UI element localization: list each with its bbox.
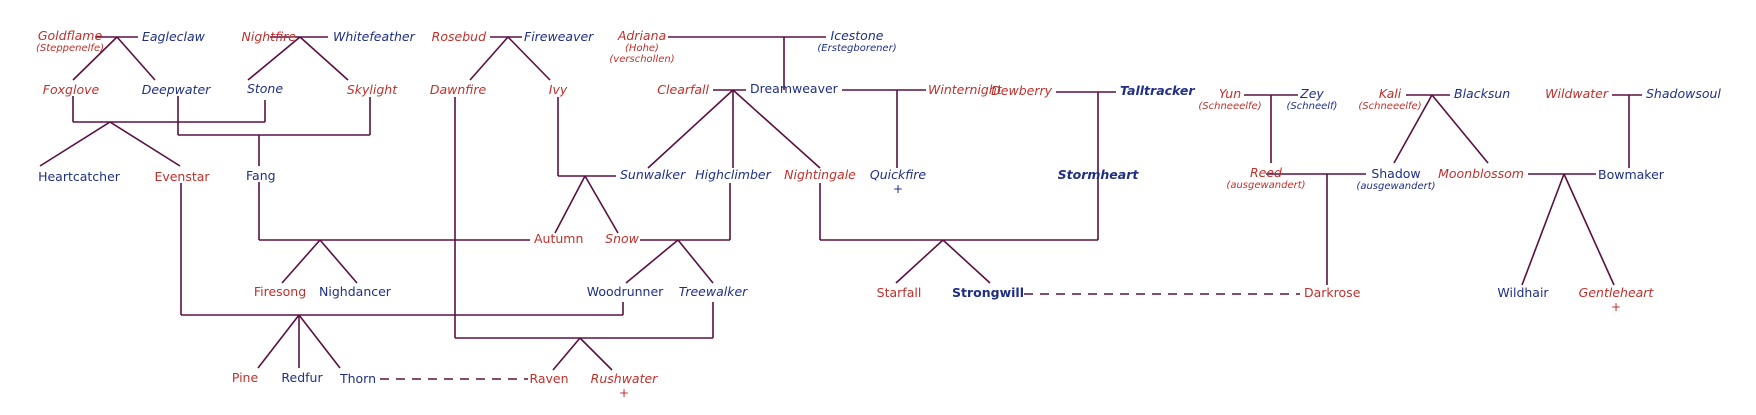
person-name: Zey — [1300, 86, 1324, 101]
person-snow: Snow — [605, 231, 639, 246]
person-clearfall: Clearfall — [657, 82, 709, 97]
person-evenstar: Evenstar — [154, 169, 210, 184]
person-nightingale: Nightingale — [784, 167, 856, 182]
person-dreamweaver: Dreamweaver — [750, 81, 838, 96]
person-stone: Stone — [246, 81, 284, 96]
person-raven: Raven — [529, 371, 569, 386]
person-winternight: Winternight — [928, 82, 1002, 97]
person-firesong: Firesong — [253, 284, 307, 299]
person-skylight: Skylight — [346, 82, 398, 97]
person-redfur: Redfur — [281, 370, 323, 385]
person-rushwater: Rushwater + — [590, 371, 658, 401]
person-bowmaker: Bowmaker — [1598, 167, 1664, 182]
person-woodrunner: Woodrunner — [586, 284, 664, 299]
person-moonblossom: Moonblossom — [1438, 166, 1524, 181]
person-fang: Fang — [246, 168, 276, 183]
person-wildhair: Wildhair — [1497, 285, 1549, 300]
person-name: Quickfire — [869, 167, 927, 182]
person-whitefeather: Whitefeather — [333, 29, 415, 44]
person-stormheart: Stormheart — [1057, 167, 1139, 182]
person-rosebud: Rosebud — [431, 29, 486, 44]
deceased-mark: + — [892, 182, 904, 196]
person-talltracker: Talltracker — [1120, 83, 1195, 98]
person-name: Gentleheart — [1578, 285, 1654, 300]
person-deepwater: Deepwater — [141, 82, 211, 97]
person-goldflame: Goldflame (Steppenelfe) — [35, 28, 105, 55]
person-strongwill: Strongwill — [952, 285, 1024, 300]
person-starfall: Starfall — [876, 285, 922, 300]
person-thorn: Thorn — [339, 371, 377, 386]
person-yun: Yun (Schneeelfe) — [1198, 86, 1262, 113]
person-wildwater: Wildwater — [1545, 86, 1608, 101]
person-shadowsoul: Shadowsoul — [1646, 86, 1721, 101]
person-dawnfire: Dawnfire — [429, 82, 487, 97]
person-note: (verschollen) — [609, 54, 675, 65]
person-name: Goldflame — [37, 28, 103, 43]
person-sunwalker: Sunwalker — [620, 167, 686, 182]
person-foxglove: Foxglove — [42, 82, 100, 97]
person-dewberry: Dewberry — [991, 83, 1052, 98]
person-note: (Schneelf) — [1286, 101, 1338, 112]
person-eagleclaw: Eagleclaw — [142, 29, 205, 44]
person-pine: Pine — [231, 370, 259, 385]
deceased-mark: + — [1610, 300, 1622, 314]
person-fireweaver: Fireweaver — [524, 29, 594, 44]
deceased-mark: + — [618, 386, 630, 400]
person-note: (Schneeelfe) — [1358, 101, 1422, 112]
person-note: (Hohe) — [625, 43, 659, 54]
person-darkrose: Darkrose — [1304, 285, 1361, 300]
person-nightfire: Nightfire — [241, 29, 297, 44]
person-treewalker: Treewalker — [678, 284, 748, 299]
person-name: Kali — [1378, 86, 1402, 101]
person-name: Adriana — [617, 28, 667, 43]
person-shadow: Shadow (ausgewandert) — [1356, 166, 1436, 193]
person-name: Rushwater — [590, 371, 658, 386]
person-note: (Erstegborener) — [817, 43, 897, 54]
person-highclimber: Highclimber — [695, 167, 771, 182]
person-ivy: Ivy — [548, 82, 568, 97]
person-note: (Steppenelfe) — [35, 43, 105, 54]
person-heartcatcher: Heartcatcher — [38, 169, 120, 184]
person-zey: Zey (Schneelf) — [1286, 86, 1338, 113]
person-blacksun: Blacksun — [1454, 86, 1511, 101]
person-name: Yun — [1218, 86, 1242, 101]
person-note: (ausgewandert) — [1226, 180, 1306, 191]
person-nighdancer: Nighdancer — [319, 284, 391, 299]
person-note: (ausgewandert) — [1356, 181, 1436, 192]
person-note: (Schneeelfe) — [1198, 101, 1262, 112]
person-name: Icestone — [830, 28, 884, 43]
person-gentleheart: Gentleheart + — [1578, 285, 1654, 315]
person-kali: Kali (Schneeelfe) — [1358, 86, 1422, 113]
person-name: Reed — [1249, 165, 1282, 180]
person-quickfire: Quickfire + — [869, 167, 927, 197]
person-adriana: Adriana (Hohe) (verschollen) — [609, 28, 675, 66]
person-autumn: Autumn — [534, 231, 584, 246]
person-icestone: Icestone (Erstegborener) — [817, 28, 897, 55]
person-name: Shadow — [1371, 166, 1421, 181]
person-reed: Reed (ausgewandert) — [1226, 165, 1306, 192]
